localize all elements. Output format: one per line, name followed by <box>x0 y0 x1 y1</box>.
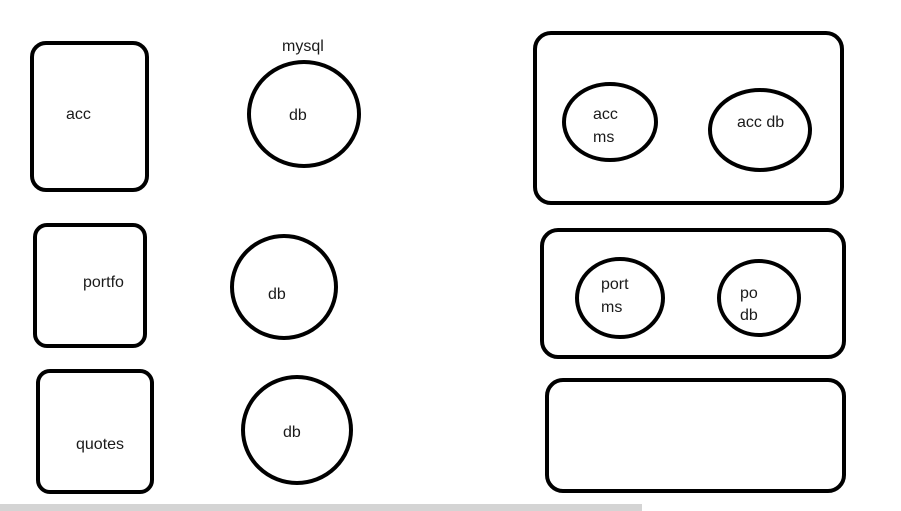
db-circle-1 <box>247 60 361 168</box>
node-acc-ms <box>562 82 658 162</box>
node-port-ms-line2: ms <box>601 299 622 316</box>
node-po-db-line1: po <box>740 285 758 302</box>
node-acc-db <box>708 88 812 172</box>
node-port-ms <box>575 257 665 339</box>
node-po-db-line2: db <box>740 307 758 324</box>
group-box-empty <box>545 378 846 493</box>
horizontal-scrollbar[interactable] <box>0 504 642 511</box>
node-po-db <box>717 259 801 337</box>
node-port-ms-line1: port <box>601 276 629 293</box>
db-label-3: db <box>283 424 301 441</box>
service-label-acc: acc <box>66 106 91 123</box>
service-box-acc <box>30 41 149 192</box>
db-label-2: db <box>268 286 286 303</box>
db-label-1: db <box>289 107 307 124</box>
service-label-portfo: portfo <box>83 274 124 291</box>
service-box-quotes <box>36 369 154 494</box>
service-label-quotes: quotes <box>76 436 124 453</box>
db-circle-3 <box>241 375 353 485</box>
node-acc-ms-line2: ms <box>593 129 614 146</box>
db-circle-2 <box>230 234 338 340</box>
node-acc-db-line1: acc db <box>737 114 784 131</box>
node-acc-ms-line1: acc <box>593 106 618 123</box>
service-box-portfo <box>33 223 147 348</box>
db-title-mysql: mysql <box>282 38 324 55</box>
